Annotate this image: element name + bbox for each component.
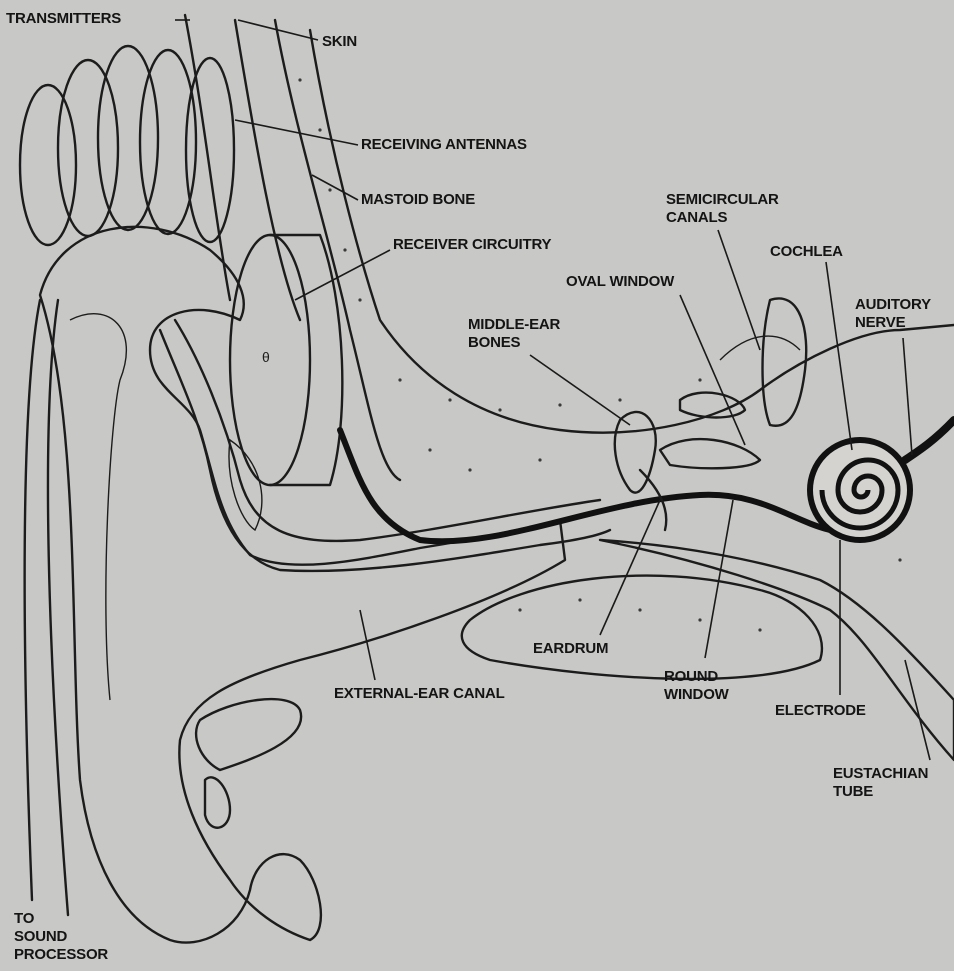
label-round-window-line1: ROUND xyxy=(664,668,729,686)
label-receiver-circuitry: RECEIVER CIRCUITRY xyxy=(393,236,551,254)
processor-cable xyxy=(25,300,68,915)
label-to-sound-processor: TO SOUND PROCESSOR xyxy=(14,910,108,964)
label-round-window-line2: WINDOW xyxy=(664,686,729,704)
electrode-lead xyxy=(340,430,830,541)
label-middle-ear-bones-line1: MIDDLE-EAR xyxy=(468,316,560,334)
label-to-sound-processor-line3: PROCESSOR xyxy=(14,946,108,964)
ear-canal xyxy=(160,320,610,571)
label-middle-ear-bones-line2: BONES xyxy=(468,334,560,352)
label-auditory-nerve: AUDITORY NERVE xyxy=(855,296,931,332)
label-to-sound-processor-line2: SOUND xyxy=(14,928,108,946)
label-eustachian-tube-line1: EUSTACHIAN xyxy=(833,765,928,783)
label-receiving-antennas: RECEIVING ANTENNAS xyxy=(361,136,527,154)
label-to-sound-processor-line1: TO xyxy=(14,910,108,928)
label-eardrum: EARDRUM xyxy=(533,640,608,658)
label-auditory-nerve-line1: AUDITORY xyxy=(855,296,931,314)
label-transmitters: TRANSMITTERS xyxy=(6,10,121,28)
label-auditory-nerve-line2: NERVE xyxy=(855,314,931,332)
label-semicircular-canals-line1: SEMICIRCULAR xyxy=(666,191,779,209)
label-eustachian-tube: EUSTACHIAN TUBE xyxy=(833,765,928,801)
label-eustachian-tube-line2: TUBE xyxy=(833,783,928,801)
label-oval-window: OVAL WINDOW xyxy=(566,273,674,291)
label-skin: SKIN xyxy=(322,33,357,51)
transmitter-discs xyxy=(20,46,234,245)
label-middle-ear-bones: MIDDLE-EAR BONES xyxy=(468,316,560,352)
label-electrode: ELECTRODE xyxy=(775,702,866,720)
label-external-ear-canal: EXTERNAL-EAR CANAL xyxy=(334,685,505,703)
cochlea xyxy=(810,440,910,540)
bone-texture xyxy=(298,78,901,631)
label-semicircular-canals: SEMICIRCULAR CANALS xyxy=(666,191,779,227)
label-cochlea: COCHLEA xyxy=(770,243,843,261)
label-mastoid-bone: MASTOID BONE xyxy=(361,191,475,209)
receiver: θ xyxy=(230,235,342,485)
semicircular-canals xyxy=(680,298,806,425)
label-round-window: ROUND WINDOW xyxy=(664,668,729,704)
label-semicircular-canals-line2: CANALS xyxy=(666,209,779,227)
svg-text:θ: θ xyxy=(262,349,270,365)
